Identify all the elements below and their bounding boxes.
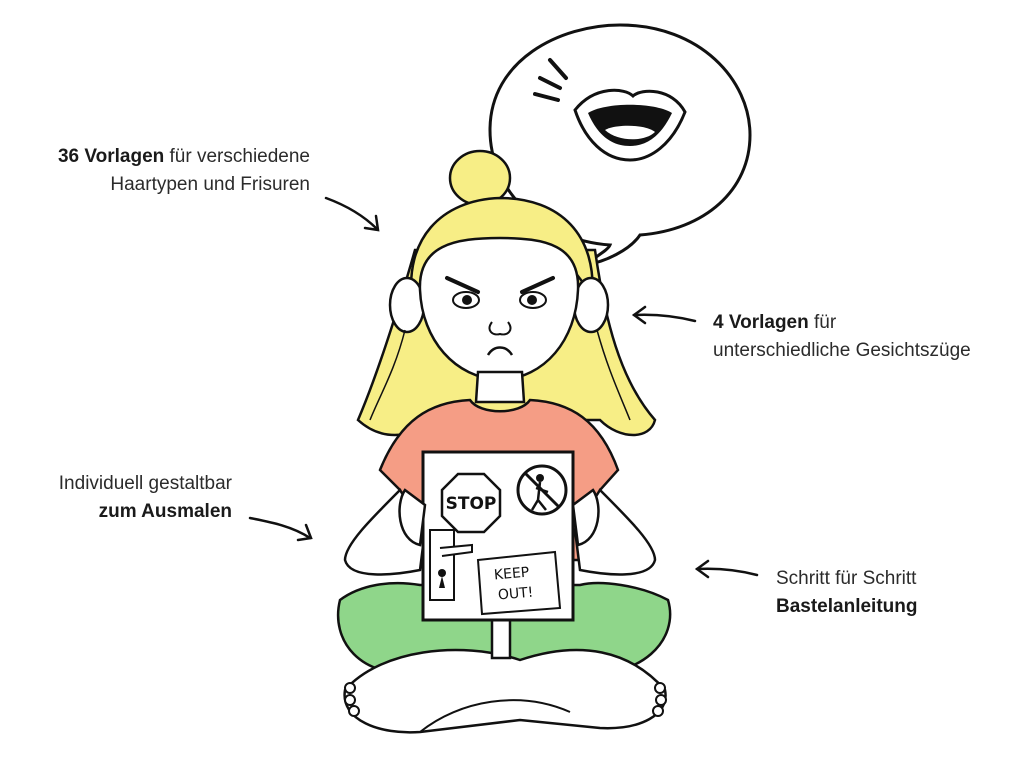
speech-bubble	[488, 23, 752, 268]
mouth-icon	[573, 88, 687, 162]
legs	[343, 648, 667, 734]
callout-steps-line1: Schritt für Schritt	[776, 568, 917, 589]
callout-hair-line1: für verschiedene	[164, 146, 310, 167]
stop-text: STOP	[446, 494, 497, 514]
stop-sign-icon	[440, 472, 502, 534]
callout-face-line2: unterschiedliche Gesichtszüge	[713, 340, 971, 361]
callout-face-line1: für	[808, 312, 837, 333]
callout-face-bold: 4 Vorlagen	[713, 312, 809, 333]
face	[418, 236, 580, 382]
callout-color-bold: zum Ausmalen	[98, 501, 232, 522]
callout-steps-bold: Bastelanleitung	[776, 596, 918, 617]
callout-instructions: Schritt für Schritt Bastelanleitung	[776, 565, 1024, 621]
shout-lines	[533, 58, 568, 102]
keep-out-note: KEEP OUT!	[476, 550, 562, 616]
callout-hair-templates: 36 Vorlagen für verschiedene Haartypen u…	[0, 143, 310, 199]
callout-arrows	[248, 196, 759, 579]
callout-coloring: Individuell gestaltbar zum Ausmalen	[0, 470, 232, 526]
keep-out-line2: OUT!	[497, 585, 534, 604]
door-sign: STOP KEEP OUT!	[398, 450, 600, 622]
keep-out-line1: KEEP	[493, 565, 530, 584]
callout-hair-bold: 36 Vorlagen	[57, 146, 165, 167]
door-handle-icon	[429, 529, 473, 601]
callout-color-line1: Individuell gestaltbar	[58, 473, 232, 494]
callout-face-templates: 4 Vorlagen für unterschiedliche Gesichts…	[713, 309, 1024, 365]
no-entry-icon	[516, 464, 568, 516]
callout-hair-line2: Haartypen und Frisuren	[110, 174, 310, 195]
